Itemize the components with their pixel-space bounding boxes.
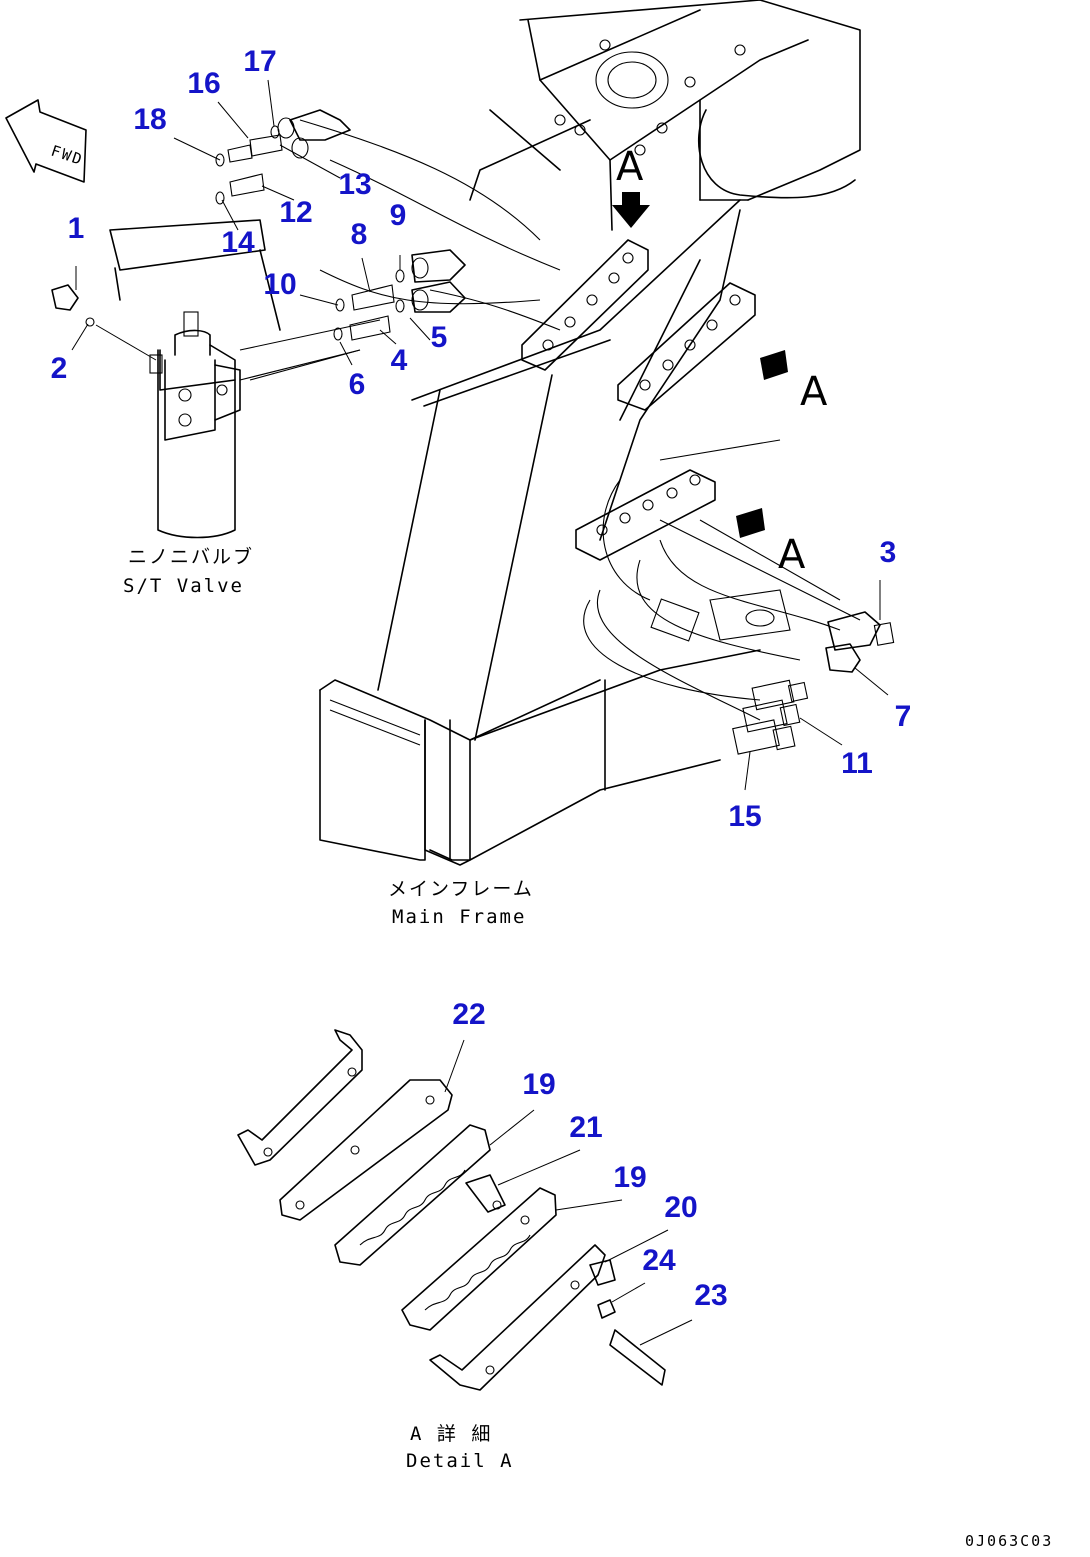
callout-21: 21 <box>569 1111 602 1144</box>
callout-6: 6 <box>349 368 366 401</box>
view-label: A <box>778 532 806 578</box>
fwd-label: FWD <box>49 142 86 169</box>
detail-caption-jp: A 詳 細 <box>410 1423 492 1445</box>
main-frame <box>319 0 861 866</box>
bracket-part-1 <box>51 284 95 327</box>
callout-17: 17 <box>243 45 276 78</box>
clamp-lower <box>575 469 716 561</box>
clamp-middle <box>617 282 756 411</box>
callout-13: 13 <box>338 168 371 201</box>
view-label: A <box>800 369 828 415</box>
fwd-arrow-icon: FWD <box>5 99 87 183</box>
callout-1: 1 <box>68 212 85 245</box>
valve-caption-en: S/T Valve <box>123 575 244 597</box>
callout-7: 7 <box>895 700 912 733</box>
steering-valve <box>109 219 361 539</box>
detail-a-parts <box>237 1029 666 1391</box>
valve-caption-jp: ニノニバルブ <box>128 545 254 568</box>
drawing-code: 0J063C03 <box>965 1532 1053 1550</box>
callout-19: 19 <box>613 1161 646 1194</box>
callout-12: 12 <box>279 196 312 229</box>
callout-14: 14 <box>221 226 255 259</box>
fittings-upper <box>215 109 351 205</box>
callout-20: 20 <box>664 1191 697 1224</box>
callout-16: 16 <box>187 67 220 100</box>
callout-22: 22 <box>452 998 485 1031</box>
callout-8: 8 <box>351 218 368 251</box>
frame-caption-en: Main Frame <box>392 906 526 928</box>
view-arrow-a-lower: A <box>736 508 806 578</box>
detail-caption-en: Detail A <box>406 1450 514 1472</box>
clamp-upper <box>521 239 649 371</box>
callout-2: 2 <box>51 352 68 385</box>
callout-19: 19 <box>522 1068 555 1101</box>
leader-lines <box>71 79 889 1346</box>
hoses <box>239 119 861 721</box>
callout-5: 5 <box>431 321 448 354</box>
callout-24: 24 <box>642 1244 676 1277</box>
callout-3: 3 <box>880 536 897 569</box>
view-arrow-a-top: A <box>612 144 650 228</box>
frame-caption-jp: メインフレーム <box>388 878 534 900</box>
view-label: A <box>616 144 644 190</box>
callout-11: 11 <box>841 747 873 780</box>
view-arrow-a-right: A <box>760 350 828 415</box>
callout-10: 10 <box>263 268 296 301</box>
callout-23: 23 <box>694 1279 727 1312</box>
fittings-middle <box>333 249 466 341</box>
callout-numbers: 1234567891011121314151617182219211920242… <box>51 45 912 1312</box>
callout-18: 18 <box>133 103 166 136</box>
hose-ends-right <box>732 611 895 755</box>
callout-4: 4 <box>391 344 408 377</box>
callout-15: 15 <box>728 800 761 833</box>
callout-9: 9 <box>390 199 407 232</box>
